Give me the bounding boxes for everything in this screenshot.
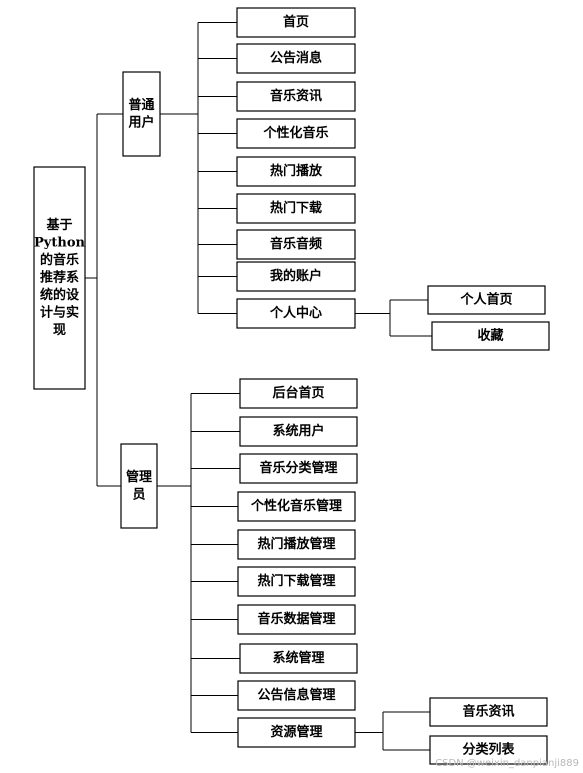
branch-node-admin: 管理员 xyxy=(120,443,158,529)
node-res-category-list: 分类列表 xyxy=(429,735,548,765)
root-node-label: 统的设 xyxy=(40,287,80,303)
csdn-watermark: CSDN @weixin_danpianji889 xyxy=(435,758,579,769)
node-user-notice: 公告消息 xyxy=(236,43,356,74)
node-admin-hot-download-label: 热门下载管理 xyxy=(257,573,335,589)
node-user-music-audio: 音乐音频 xyxy=(236,229,356,260)
node-res-news-box xyxy=(429,697,548,727)
branch-node-admin-box xyxy=(120,443,158,529)
node-user-personal-music-label: 个性化音乐 xyxy=(262,125,328,141)
node-admin-sys-user-box xyxy=(239,416,358,447)
node-user-center-box xyxy=(236,298,356,329)
branch-node-admin-label: 管理 xyxy=(126,469,152,485)
node-user-music-audio-box xyxy=(236,229,356,260)
node-user-personal-music: 个性化音乐 xyxy=(236,118,356,149)
node-admin-data-box xyxy=(237,604,356,635)
node-admin-category-box xyxy=(239,453,358,484)
root-node-label: 现 xyxy=(53,323,66,338)
node-admin-system-box xyxy=(239,643,358,674)
node-admin-hot-download: 热门下载管理 xyxy=(237,566,356,597)
node-admin-notice-box xyxy=(237,680,356,711)
node-user-account: 我的账户 xyxy=(236,261,356,292)
root-node-label: 的音乐 xyxy=(40,252,79,268)
node-user-music-news: 音乐资讯 xyxy=(236,81,356,112)
node-user-music-news-box xyxy=(236,81,356,112)
node-res-category-list-box xyxy=(429,735,548,765)
node-user-center-label: 个人中心 xyxy=(269,305,322,321)
node-admin-sys-user: 系统用户 xyxy=(239,416,358,447)
branch-node-user-box xyxy=(122,71,161,157)
node-admin-sys-user-label: 系统用户 xyxy=(272,423,324,439)
node-user-notice-label: 公告消息 xyxy=(270,50,322,66)
node-admin-home: 后台首页 xyxy=(239,378,358,409)
node-center-home-box xyxy=(427,285,546,315)
node-user-hot-download: 热门下载 xyxy=(236,193,356,224)
node-center-home-label: 个人首页 xyxy=(459,292,512,308)
node-user-hot-play: 热门播放 xyxy=(236,156,356,187)
node-user-notice-box xyxy=(236,43,356,74)
node-user-hot-play-box xyxy=(236,156,356,187)
root-node-label: Python xyxy=(34,236,85,251)
node-user-home: 首页 xyxy=(236,7,356,38)
root-node-label: 基于 xyxy=(45,217,72,233)
node-admin-resource-label: 资源管理 xyxy=(270,724,322,740)
root-node-label: 推荐系 xyxy=(40,270,79,286)
node-user-home-box xyxy=(236,7,356,38)
node-admin-notice-label: 公告信息管理 xyxy=(257,687,335,703)
root-node-box xyxy=(33,166,86,390)
node-admin-data: 音乐数据管理 xyxy=(237,604,356,635)
node-admin-category: 音乐分类管理 xyxy=(239,453,358,484)
node-user-center: 个人中心 xyxy=(236,298,356,329)
node-res-news: 音乐资讯 xyxy=(429,697,548,727)
node-user-personal-music-box xyxy=(236,118,356,149)
root-node-label: 计与实 xyxy=(40,305,79,321)
node-admin-category-label: 音乐分类管理 xyxy=(259,460,337,476)
node-center-favorite: 收藏 xyxy=(431,321,550,351)
node-admin-system-label: 系统管理 xyxy=(272,650,324,666)
node-user-music-audio-label: 音乐音频 xyxy=(270,236,322,252)
node-user-hot-download-label: 热门下载 xyxy=(270,200,322,216)
node-user-hot-play-label: 热门播放 xyxy=(270,163,323,179)
branch-node-user-label: 用户 xyxy=(127,114,154,130)
node-admin-hot-play-label: 热门播放管理 xyxy=(257,536,335,552)
node-admin-home-label: 后台首页 xyxy=(272,385,324,401)
node-res-category-list-label: 分类列表 xyxy=(462,742,515,758)
node-admin-hot-play: 热门播放管理 xyxy=(237,529,356,560)
node-admin-resource-box xyxy=(237,717,356,748)
branch-node-user-label: 普通 xyxy=(128,97,154,113)
node-admin-hot-play-box xyxy=(237,529,356,560)
node-admin-home-box xyxy=(239,378,358,409)
node-admin-personal-box xyxy=(237,491,356,522)
node-center-home: 个人首页 xyxy=(427,285,546,315)
branch-node-admin-label: 员 xyxy=(132,487,145,502)
node-admin-personal-label: 个性化音乐管理 xyxy=(250,498,342,514)
node-admin-data-label: 音乐数据管理 xyxy=(257,611,335,627)
node-admin-resource: 资源管理 xyxy=(237,717,356,748)
node-user-hot-download-box xyxy=(236,193,356,224)
node-user-music-news-label: 音乐资讯 xyxy=(270,88,322,104)
node-admin-hot-download-box xyxy=(237,566,356,597)
node-res-news-label: 音乐资讯 xyxy=(462,704,514,720)
node-center-favorite-box xyxy=(431,321,550,351)
node-admin-personal: 个性化音乐管理 xyxy=(237,491,356,522)
node-user-home-label: 首页 xyxy=(283,14,309,30)
node-admin-notice: 公告信息管理 xyxy=(237,680,356,711)
node-center-favorite-label: 收藏 xyxy=(477,328,503,344)
node-user-account-label: 我的账户 xyxy=(270,268,322,284)
node-admin-system: 系统管理 xyxy=(239,643,358,674)
node-user-account-box xyxy=(236,261,356,292)
